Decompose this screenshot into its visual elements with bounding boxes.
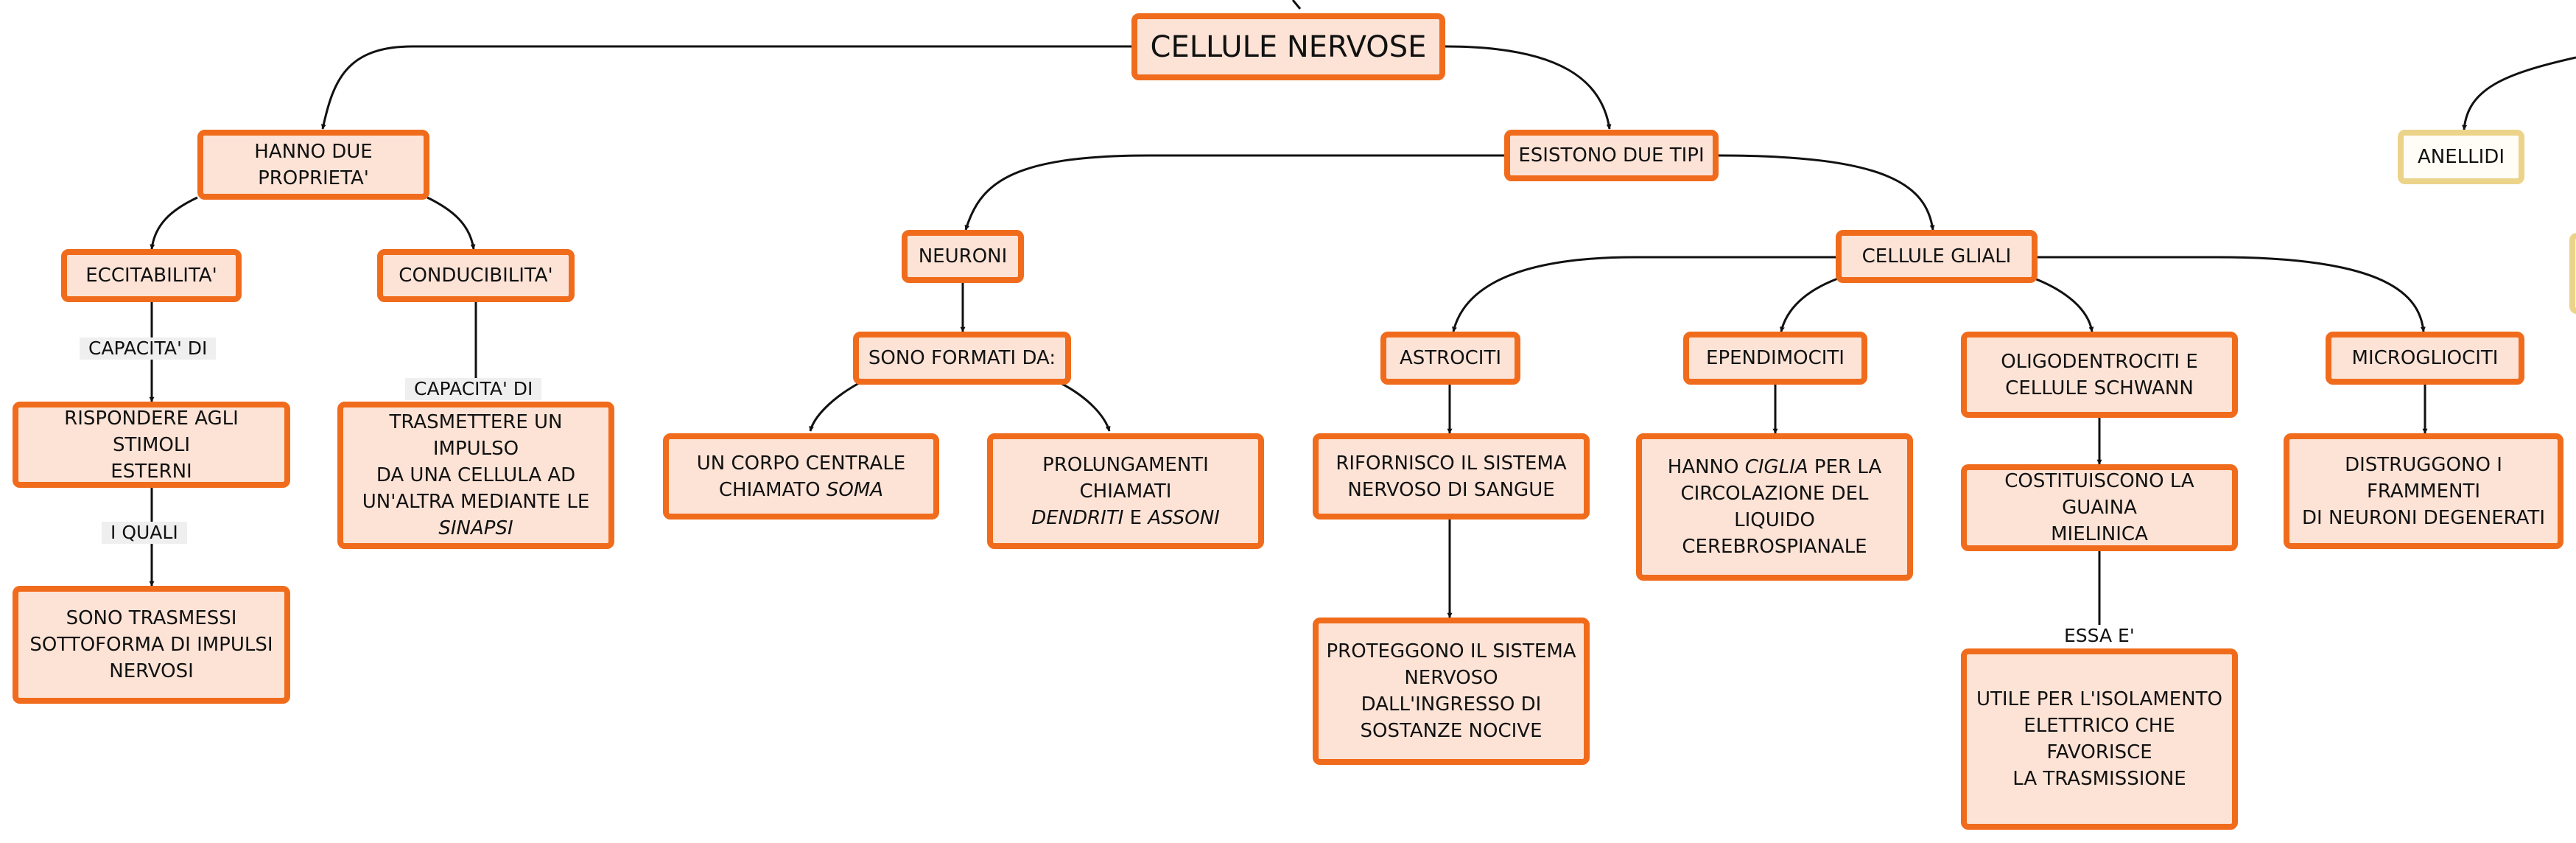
connector-gliali-epend — [1780, 277, 1839, 332]
node-label-line: CEREBROSPIANALE — [1682, 536, 1867, 558]
node-label-line: DISTRUGGONO I FRAMMENTI — [2345, 453, 2502, 503]
node-label: ECCITABILITA' — [85, 265, 217, 287]
node-label: SONO FORMATI DA: — [868, 347, 1056, 369]
node-label-italic: CIGLIA — [1744, 456, 1808, 478]
node-utile-isolamento[interactable]: UTILE PER L'ISOLAMENTO ELETTRICO CHE FAV… — [1961, 648, 2238, 830]
node-label-part: PER LA — [1814, 456, 1882, 478]
connector-formati-corpo — [809, 382, 860, 432]
node-cellule-gliali[interactable]: CELLULE GLIALI — [1836, 230, 2038, 283]
edge-label-essa-e: ESSA E' — [2055, 625, 2144, 647]
node-label: ASTROCITI — [1399, 347, 1502, 369]
edge-label-capacita-di: CAPACITA' DI — [80, 337, 217, 360]
node-hanno-ciglia[interactable]: HANNO CIGLIA PER LA CIRCOLAZIONE DEL LIQ… — [1636, 433, 1913, 581]
node-label-line: LA TRASMISSIONE — [2012, 768, 2186, 790]
node-prolungamenti[interactable]: PROLUNGAMENTI CHIAMATI DENDRITI E ASSONI — [987, 433, 1264, 549]
node-label-line: PROTEGGONO IL SISTEMA — [1326, 640, 1576, 662]
connector-hanno-ecc — [150, 196, 198, 250]
edge-label-capacita-di: CAPACITA' DI — [405, 378, 542, 400]
node-label-line: RIFORNISCO IL SISTEMA — [1336, 452, 1567, 475]
node-label: CELLULE GLIALI — [1861, 245, 2012, 267]
connector-anellidi — [2462, 56, 2576, 130]
node-neuroni[interactable]: NEURONI — [902, 230, 1024, 283]
node-guaina-mielinica[interactable]: COSTITUISCONO LA GUAINA MIELINICA — [1961, 464, 2238, 551]
node-anellidi[interactable]: ANELLIDI — [2398, 130, 2524, 184]
node-label: CELLULE NERVOSE — [1150, 29, 1427, 64]
node-label-line: UN CORPO CENTRALE — [696, 452, 906, 475]
node-label: NEURONI — [918, 245, 1008, 267]
connector-gliali-astro — [1452, 256, 1838, 332]
node-proteggono[interactable]: PROTEGGONO IL SISTEMA NERVOSO DALL'INGRE… — [1313, 618, 1590, 765]
node-label-line: UN'ALTRA MEDIANTE LE — [362, 491, 590, 513]
node-distruggono[interactable]: DISTRUGGONO I FRAMMENTI DI NEURONI DEGEN… — [2284, 433, 2563, 549]
connector-root-hanno — [320, 45, 1131, 130]
node-label-line: DA UNA CELLULA AD — [376, 464, 576, 486]
node-trasmettere-impulso[interactable]: TRASMETTERE UN IMPULSO DA UNA CELLULA AD… — [337, 402, 614, 549]
node-label-line: MIELINICA — [2051, 523, 2148, 545]
node-sono-trasmessi[interactable]: SONO TRASMESSI SOTTOFORMA DI IMPULSI NER… — [13, 586, 290, 704]
node-label-line: UTILE PER L'ISOLAMENTO — [1976, 688, 2222, 710]
node-label-line: SOTTOFORMA DI IMPULSI — [29, 634, 273, 656]
node-label-line: NERVOSO DALL'INGRESSO DI — [1361, 667, 1542, 716]
node-label-line: RISPONDERE AGLI STIMOLI — [64, 407, 239, 456]
node-label: EPENDIMOCITI — [1706, 347, 1845, 369]
connector-root-in — [1291, 0, 1302, 10]
node-label: MICROGLIOCITI — [2351, 347, 2499, 369]
node-label: ESISTONO DUE TIPI — [1518, 144, 1705, 167]
connector-formati-prolung — [1060, 382, 1111, 432]
node-ependimociti[interactable]: EPENDIMOCITI — [1683, 332, 1867, 385]
node-label: HANNO DUE PROPRIETA' — [254, 140, 373, 189]
node-astrociti[interactable]: ASTROCITI — [1380, 332, 1520, 385]
connector-root-esistono — [1445, 45, 1612, 130]
node-label-line: NERVOSO DI SANGUE — [1347, 478, 1555, 501]
node-offscreen-partial — [2569, 233, 2576, 314]
node-microgliociti[interactable]: MICROGLIOCITI — [2326, 332, 2524, 385]
node-label-line: SONO TRASMESSI — [66, 607, 237, 629]
node-label-line: ESTERNI — [110, 460, 192, 483]
connector-gliali-micro — [2035, 256, 2426, 332]
edge-label-i-quali: I QUALI — [102, 522, 187, 544]
node-label-line: HANNO CIGLIA PER LA — [1668, 454, 1881, 480]
node-sono-formati-da[interactable]: SONO FORMATI DA: — [853, 332, 1071, 385]
node-label-line: PROLUNGAMENTI CHIAMATI — [1042, 453, 1209, 503]
node-label-line: ELETTRICO CHE FAVORISCE — [2024, 715, 2175, 763]
connector-esistono-gliali — [1718, 154, 1935, 231]
node-label-line: TRASMETTERE UN IMPULSO — [389, 411, 563, 460]
node-label-line: DI NEURONI DEGENERATI — [2301, 506, 2545, 529]
node-label-part: CHIAMATO — [718, 478, 821, 501]
node-label-italic: ASSONI — [1148, 506, 1220, 529]
node-rispondere-stimoli[interactable]: RISPONDERE AGLI STIMOLI ESTERNI — [13, 402, 290, 488]
node-oligodentrociti[interactable]: OLIGODENTROCITI E CELLULE SCHWANN — [1961, 332, 2238, 418]
node-eccitabilita[interactable]: ECCITABILITA' — [61, 249, 242, 302]
node-label: CONDUCIBILITA' — [399, 265, 553, 287]
node-label: ANELLIDI — [2418, 146, 2505, 168]
node-label-line: CELLULE SCHWANN — [2005, 377, 2194, 399]
node-hanno-due-proprieta[interactable]: HANNO DUE PROPRIETA' — [197, 130, 429, 200]
connector-gliali-oligo — [2034, 277, 2094, 332]
node-label-italic: SOMA — [826, 478, 884, 501]
node-label-line: CHIAMATO SOMA — [719, 477, 883, 503]
node-label-line: DENDRITI E ASSONI — [1031, 505, 1220, 531]
node-label-part: E — [1129, 506, 1143, 529]
node-label-line: NERVOSI — [109, 660, 194, 682]
node-label-line: SOSTANZE NOCIVE — [1360, 720, 1543, 742]
node-cellule-nervose[interactable]: CELLULE NERVOSE — [1131, 13, 1445, 80]
connector-esistono-neuroni — [964, 154, 1504, 231]
node-label-line: COSTITUISCONO LA GUAINA — [2004, 470, 2194, 519]
node-label-line-italic: SINAPSI — [438, 517, 513, 539]
node-esistono-due-tipi[interactable]: ESISTONO DUE TIPI — [1504, 130, 1719, 181]
node-label-line: OLIGODENTROCITI E — [2001, 350, 2198, 373]
node-label-italic: DENDRITI — [1031, 506, 1124, 529]
node-conducibilita[interactable]: CONDUCIBILITA' — [377, 249, 575, 302]
node-corpo-centrale[interactable]: UN CORPO CENTRALE CHIAMATO SOMA — [663, 433, 939, 520]
node-label-part: HANNO — [1667, 456, 1739, 478]
node-label-line: CIRCOLAZIONE DEL LIQUIDO — [1680, 483, 1869, 531]
node-rifornisco[interactable]: RIFORNISCO IL SISTEMA NERVOSO DI SANGUE — [1313, 433, 1590, 520]
connector-hanno-cond — [427, 196, 476, 250]
